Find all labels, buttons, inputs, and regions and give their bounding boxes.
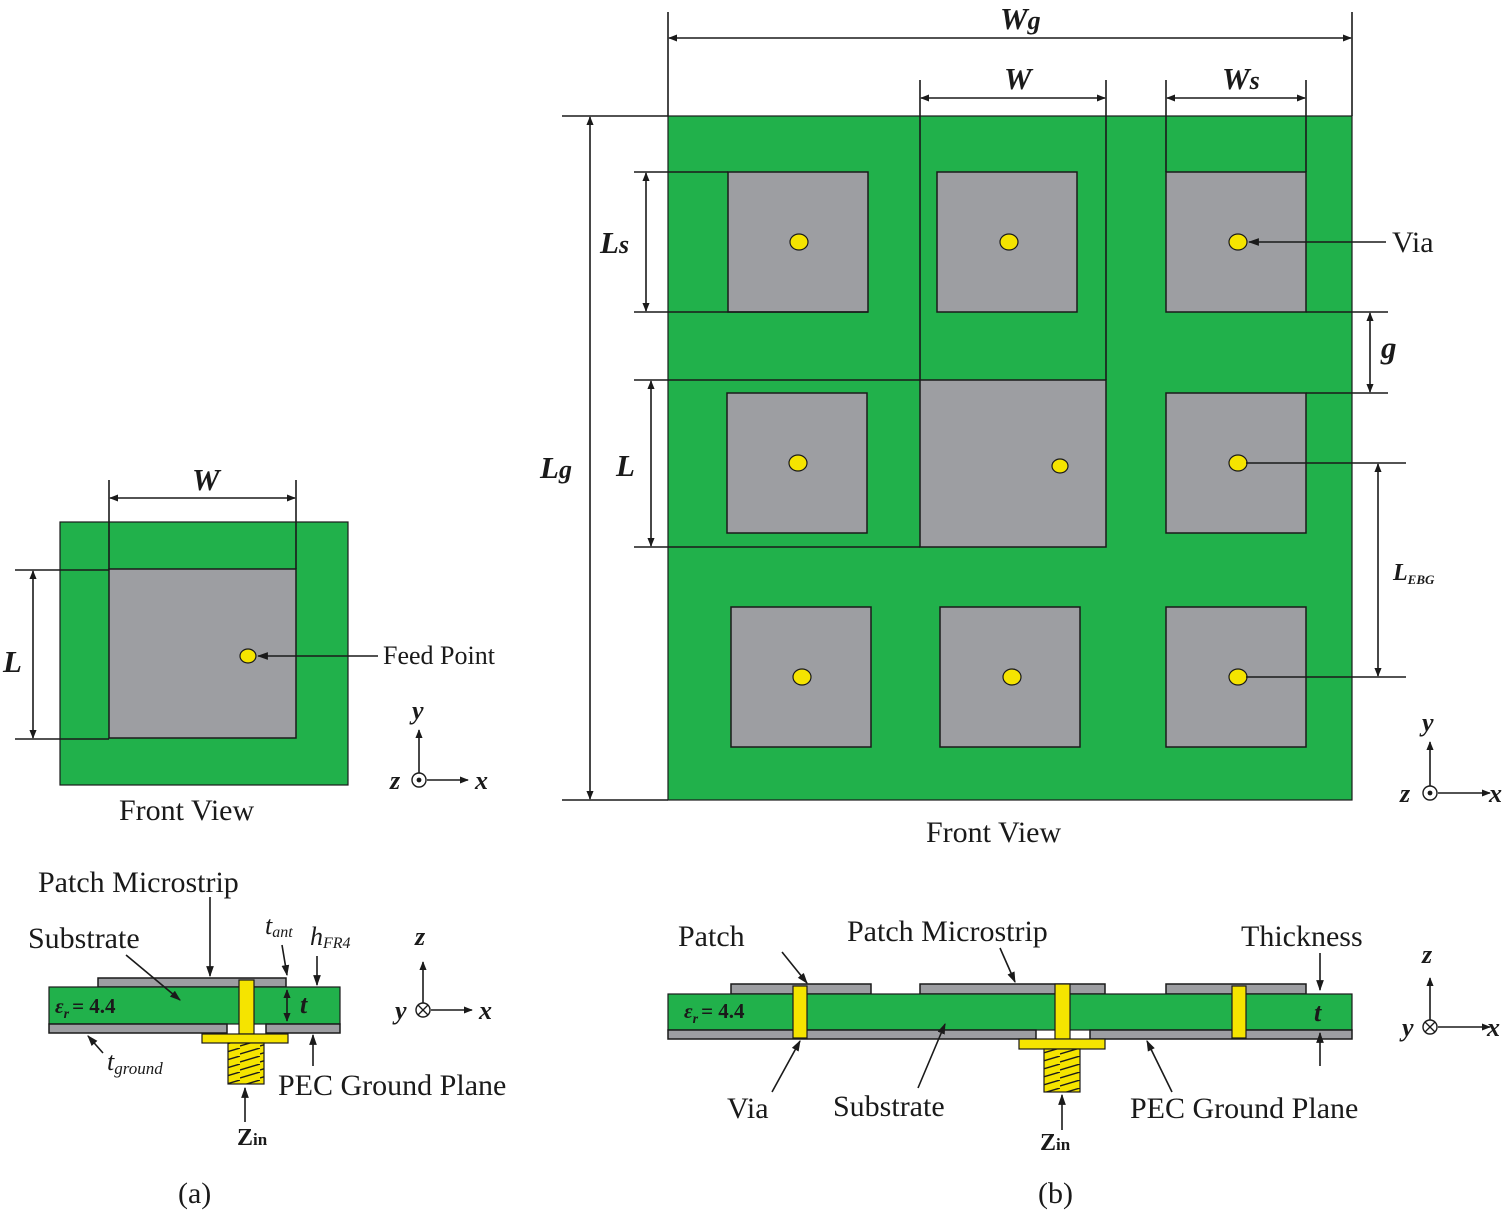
t-label-a: t xyxy=(300,990,308,1019)
via-dot xyxy=(792,668,812,686)
center-patch xyxy=(919,379,1107,548)
via-dot xyxy=(788,454,808,472)
pec-ground-label-b: PEC Ground Plane xyxy=(1130,1092,1358,1125)
patch-microstrip-label-a: Patch Microstrip xyxy=(38,866,239,899)
dim-l-b-label: L xyxy=(615,448,635,483)
zin-label-a: Zin xyxy=(237,1125,268,1151)
dim-l-label: L xyxy=(2,644,22,679)
dim-wg-label: Wg xyxy=(1000,1,1041,36)
via-dot xyxy=(1002,668,1022,686)
zin-label-b: Zin xyxy=(1040,1130,1071,1156)
via-label-front: Via xyxy=(1392,226,1434,259)
svg-text:x: x xyxy=(478,996,492,1025)
via-dot xyxy=(1228,233,1248,251)
ground-left-a xyxy=(48,1023,228,1034)
svg-text:z: z xyxy=(1399,779,1411,808)
axes-icon-b-side: z y x xyxy=(1399,940,1500,1042)
feed-pin-b xyxy=(1054,983,1071,1040)
svg-text:x: x xyxy=(474,766,488,795)
svg-text:y: y xyxy=(409,696,424,725)
ground-right-b xyxy=(1089,1029,1353,1040)
pec-ground-label-a: PEC Ground Plane xyxy=(278,1069,506,1102)
substrate-label-a: Substrate xyxy=(28,922,140,955)
dim-ws-label: Ws xyxy=(1222,61,1260,96)
via-dot xyxy=(1228,454,1248,472)
feed-dot-b xyxy=(1051,458,1069,474)
dim-w-label: W xyxy=(192,462,222,497)
er-label-b: εr= 4.4 xyxy=(684,999,745,1027)
ground-left-b xyxy=(667,1029,1037,1040)
via-label-side: Via xyxy=(727,1092,769,1125)
t-label-b: t xyxy=(1314,998,1322,1027)
via-dot xyxy=(1228,668,1248,686)
dim-g-label: g xyxy=(1380,330,1397,365)
antenna-patch-front xyxy=(108,568,297,739)
svg-text:x: x xyxy=(1486,1013,1500,1042)
dim-lg-label: Lg xyxy=(539,450,572,485)
axes-icon-a-front: y z x xyxy=(389,696,488,795)
patch-side-a xyxy=(97,977,287,988)
svg-text:y: y xyxy=(1419,708,1434,737)
patch-label-b: Patch xyxy=(678,920,745,953)
panel-b-front-view: Wg W Ws Ls Lg L g LEBG Via Front View y … xyxy=(539,1,1502,849)
svg-text:y: y xyxy=(392,996,407,1025)
axes-icon-b-front: y z x xyxy=(1399,708,1502,808)
panel-a-front-view: W L Feed Point Front View y z x xyxy=(2,462,496,827)
t-ant-label: tant xyxy=(265,911,293,941)
caption-b: (b) xyxy=(1038,1177,1073,1210)
via-pin-a xyxy=(238,979,255,1035)
panel-a-side-view: Patch Microstrip Substrate tant hFR4 t ε… xyxy=(28,866,506,1210)
via-dot xyxy=(789,233,809,251)
patch-microstrip-label-b: Patch Microstrip xyxy=(847,915,1048,948)
substrate-side-a xyxy=(48,986,341,1025)
dim-w-b-label: W xyxy=(1004,61,1034,96)
t-ground-label: tground xyxy=(107,1047,163,1078)
dim-ls-label: Ls xyxy=(599,225,629,260)
connector-flange-b xyxy=(1018,1038,1106,1050)
svg-text:z: z xyxy=(389,766,401,795)
substrate-side-b xyxy=(667,993,1353,1031)
patch-side-center xyxy=(919,983,1106,995)
caption-a: (a) xyxy=(178,1177,211,1210)
panel-b-side-view: Patch Patch Microstrip Thickness t εr= 4… xyxy=(667,915,1500,1210)
feed-point-label: Feed Point xyxy=(383,641,496,670)
svg-text:z: z xyxy=(1421,940,1433,969)
front-view-label-b: Front View xyxy=(926,816,1061,849)
connector-body-b xyxy=(1043,1048,1081,1093)
h-fr4-label: hFR4 xyxy=(310,922,351,952)
svg-text:z: z xyxy=(414,922,426,951)
via-left-side xyxy=(792,985,808,1039)
svg-text:y: y xyxy=(1399,1013,1414,1042)
axes-icon-a-side: z y x xyxy=(392,922,492,1025)
connector-flange-a xyxy=(201,1033,289,1044)
er-label-a: εr= 4.4 xyxy=(55,994,116,1022)
svg-text:x: x xyxy=(1488,779,1502,808)
via-dot xyxy=(999,233,1019,251)
dim-lebg-label: LEBG xyxy=(1392,560,1435,587)
ebg-cell-3-1 xyxy=(730,606,872,748)
connector-body-a xyxy=(227,1042,265,1085)
front-view-label-a: Front View xyxy=(119,794,254,827)
substrate-label-b: Substrate xyxy=(833,1090,945,1123)
feed-point-dot xyxy=(239,648,257,664)
ground-right-a xyxy=(265,1023,341,1034)
thickness-label: Thickness xyxy=(1241,920,1363,953)
via-right-side xyxy=(1231,985,1247,1039)
